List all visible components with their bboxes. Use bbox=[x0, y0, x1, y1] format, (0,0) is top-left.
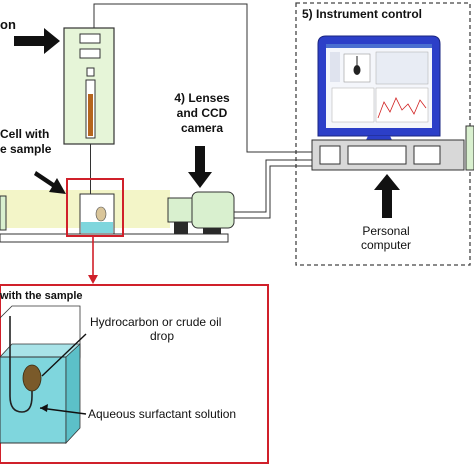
label-instrument-control: 5) Instrument control bbox=[302, 7, 423, 21]
screen-plot bbox=[375, 87, 429, 123]
screen-panel-left bbox=[331, 87, 375, 123]
cell-frame bbox=[66, 178, 124, 237]
label-aqueous: Aqueous surfactant solution bbox=[88, 407, 237, 421]
pump-display-1 bbox=[79, 33, 101, 44]
label-hydrocarbon-line2: drop bbox=[150, 329, 175, 343]
zoom-needle bbox=[9, 316, 33, 413]
side-device bbox=[465, 125, 474, 171]
label-hydrocarbon-line1: Hydrocarbon or crude oil bbox=[90, 315, 222, 329]
label-personal-line1: Personal bbox=[362, 224, 410, 238]
computer-bay-1 bbox=[319, 145, 341, 165]
solution-pointer bbox=[39, 407, 87, 415]
camera-arrow-icon bbox=[188, 146, 212, 188]
syringe-oil bbox=[88, 94, 93, 136]
label-cell-line2: e sample bbox=[0, 142, 52, 156]
light-source bbox=[0, 195, 7, 231]
syringe-plunger bbox=[86, 67, 95, 77]
label-lenses-line3: camera bbox=[180, 121, 224, 135]
screen-drop-icon bbox=[353, 65, 361, 75]
camera-stand-1 bbox=[174, 222, 188, 234]
screen-sidebar bbox=[330, 52, 340, 82]
camera-cable-1 bbox=[234, 159, 312, 213]
camera-cable-2 bbox=[234, 165, 312, 219]
cell-drop bbox=[95, 206, 107, 222]
ccd-camera bbox=[191, 191, 235, 229]
zoom-cell-side bbox=[65, 343, 81, 445]
label-cell-line1: Cell with bbox=[0, 127, 50, 141]
computer-bay-2 bbox=[347, 145, 407, 165]
label-partial-on: on bbox=[0, 17, 16, 32]
camera-stand-2 bbox=[203, 228, 221, 234]
label-lenses-line2: and CCD bbox=[176, 106, 228, 120]
cell-arrow-icon bbox=[34, 171, 66, 194]
screen-controls bbox=[375, 51, 429, 85]
drop-pointer bbox=[41, 333, 87, 377]
screen-titlebar bbox=[326, 44, 432, 48]
syringe-cable bbox=[93, 3, 312, 153]
syringe-arrow-icon bbox=[14, 28, 60, 54]
solution-pointer-head-icon bbox=[40, 404, 48, 412]
label-with-sample: with the sample bbox=[0, 290, 83, 302]
computer-bay-3 bbox=[413, 145, 441, 165]
screen-plot-trace bbox=[377, 97, 427, 119]
zoom-box bbox=[0, 284, 269, 464]
zoom-cell-rim bbox=[0, 305, 81, 344]
label-personal-line2: computer bbox=[360, 238, 412, 252]
label-lenses-line1: 4) Lenses bbox=[174, 91, 230, 105]
zoom-arrow-icon bbox=[88, 275, 98, 284]
pump-display-2 bbox=[79, 48, 101, 59]
cell-water bbox=[81, 222, 113, 233]
computer-arrow-icon bbox=[374, 174, 400, 218]
zoom-oil-drop bbox=[22, 364, 42, 392]
